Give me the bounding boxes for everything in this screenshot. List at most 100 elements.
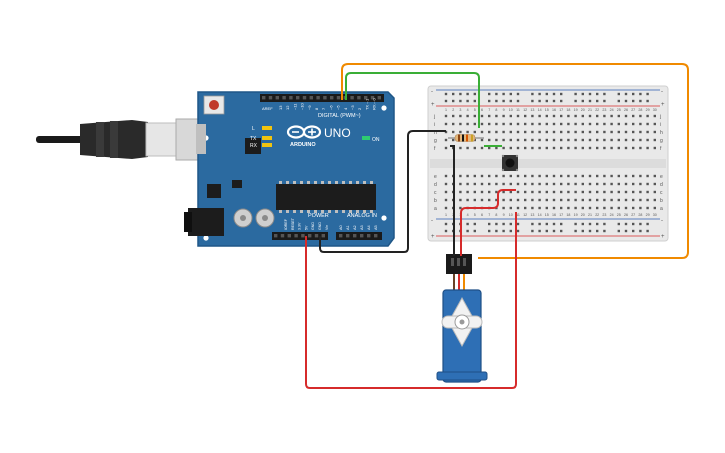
breadboard-hole[interactable]	[574, 130, 577, 134]
breadboard-hole[interactable]	[646, 146, 649, 150]
pin-hole[interactable]	[357, 96, 361, 100]
breadboard-hole[interactable]	[632, 182, 635, 186]
breadboard-hole[interactable]	[560, 174, 563, 178]
breadboard-hole[interactable]	[588, 99, 592, 103]
breadboard-hole[interactable]	[444, 198, 448, 202]
breadboard-hole[interactable]	[603, 114, 606, 118]
breadboard-hole[interactable]	[524, 138, 527, 142]
breadboard-hole[interactable]	[567, 182, 570, 186]
breadboard-hole[interactable]	[653, 206, 656, 210]
breadboard-hole[interactable]	[509, 206, 512, 210]
breadboard-hole[interactable]	[603, 99, 606, 103]
power-header[interactable]	[272, 232, 328, 240]
pin-hole[interactable]	[350, 96, 354, 100]
breadboard-hole[interactable]	[632, 198, 635, 202]
pin-hole[interactable]	[321, 234, 325, 238]
breadboard-hole[interactable]	[444, 222, 448, 226]
breadboard-hole[interactable]	[639, 146, 642, 150]
breadboard-hole[interactable]	[574, 174, 577, 178]
breadboard-hole[interactable]	[567, 174, 570, 178]
breadboard-hole[interactable]	[560, 122, 563, 126]
breadboard-hole[interactable]	[617, 198, 620, 202]
breadboard-hole[interactable]	[531, 99, 534, 103]
breadboard-hole[interactable]	[466, 130, 469, 134]
breadboard-hole[interactable]	[632, 122, 635, 126]
breadboard-hole[interactable]	[516, 138, 520, 142]
breadboard-hole[interactable]	[480, 114, 484, 118]
breadboard-hole[interactable]	[567, 146, 570, 150]
breadboard-hole[interactable]	[516, 182, 520, 186]
breadboard-hole[interactable]	[617, 190, 620, 194]
breadboard-hole[interactable]	[488, 130, 491, 134]
breadboard-hole[interactable]	[516, 122, 520, 126]
breadboard-hole[interactable]	[581, 99, 584, 103]
breadboard-hole[interactable]	[466, 222, 469, 226]
breadboard-hole[interactable]	[624, 146, 628, 150]
breadboard-hole[interactable]	[646, 138, 649, 142]
breadboard-hole[interactable]	[552, 174, 556, 178]
breadboard-hole[interactable]	[567, 206, 570, 210]
breadboard-hole[interactable]	[560, 92, 563, 96]
breadboard-hole[interactable]	[466, 92, 469, 96]
breadboard-hole[interactable]	[495, 130, 498, 134]
pin-hole[interactable]	[374, 234, 378, 238]
breadboard-hole[interactable]	[480, 198, 484, 202]
breadboard-hole[interactable]	[444, 190, 448, 194]
breadboard-hole[interactable]	[632, 174, 635, 178]
breadboard-hole[interactable]	[531, 122, 534, 126]
breadboard-hole[interactable]	[624, 174, 628, 178]
breadboard-hole[interactable]	[545, 182, 548, 186]
breadboard-hole[interactable]	[531, 206, 534, 210]
breadboard-hole[interactable]	[603, 229, 606, 233]
breadboard-hole[interactable]	[488, 174, 491, 178]
breadboard-hole[interactable]	[632, 138, 635, 142]
breadboard-hole[interactable]	[509, 174, 512, 178]
pin-hole[interactable]	[323, 96, 327, 100]
breadboard-hole[interactable]	[588, 92, 592, 96]
breadboard-hole[interactable]	[596, 229, 599, 233]
breadboard-hole[interactable]	[581, 174, 584, 178]
breadboard-hole[interactable]	[473, 122, 476, 126]
breadboard-hole[interactable]	[624, 229, 628, 233]
breadboard-hole[interactable]	[574, 206, 577, 210]
digital-header[interactable]	[260, 94, 384, 102]
breadboard-hole[interactable]	[646, 130, 649, 134]
breadboard-hole[interactable]	[632, 130, 635, 134]
breadboard-hole[interactable]	[509, 138, 512, 142]
breadboard-hole[interactable]	[581, 122, 584, 126]
analog-header[interactable]	[336, 232, 382, 240]
pin-hole[interactable]	[296, 96, 300, 100]
breadboard-hole[interactable]	[488, 114, 491, 118]
breadboard-hole[interactable]	[552, 222, 556, 226]
breadboard-hole[interactable]	[574, 182, 577, 186]
breadboard-hole[interactable]	[509, 99, 512, 103]
breadboard-hole[interactable]	[452, 114, 455, 118]
breadboard-hole[interactable]	[646, 190, 649, 194]
breadboard-hole[interactable]	[473, 146, 476, 150]
pin-hole[interactable]	[294, 234, 298, 238]
breadboard-hole[interactable]	[581, 222, 584, 226]
breadboard-hole[interactable]	[624, 99, 628, 103]
breadboard-hole[interactable]	[545, 229, 548, 233]
breadboard-hole[interactable]	[538, 182, 541, 186]
breadboard-hole[interactable]	[560, 146, 563, 150]
breadboard-hole[interactable]	[617, 122, 620, 126]
breadboard-hole[interactable]	[574, 146, 577, 150]
pin-hole[interactable]	[367, 234, 371, 238]
breadboard-hole[interactable]	[502, 130, 505, 134]
breadboard-hole[interactable]	[538, 114, 541, 118]
breadboard-hole[interactable]	[567, 122, 570, 126]
breadboard-hole[interactable]	[581, 114, 584, 118]
breadboard-hole[interactable]	[567, 130, 570, 134]
breadboard-hole[interactable]	[488, 99, 491, 103]
breadboard-hole[interactable]	[495, 174, 498, 178]
breadboard-hole[interactable]	[509, 122, 512, 126]
breadboard-hole[interactable]	[596, 222, 599, 226]
breadboard-hole[interactable]	[524, 190, 527, 194]
breadboard-hole[interactable]	[588, 182, 592, 186]
breadboard-hole[interactable]	[452, 138, 455, 142]
breadboard-hole[interactable]	[581, 198, 584, 202]
breadboard-hole[interactable]	[610, 122, 613, 126]
